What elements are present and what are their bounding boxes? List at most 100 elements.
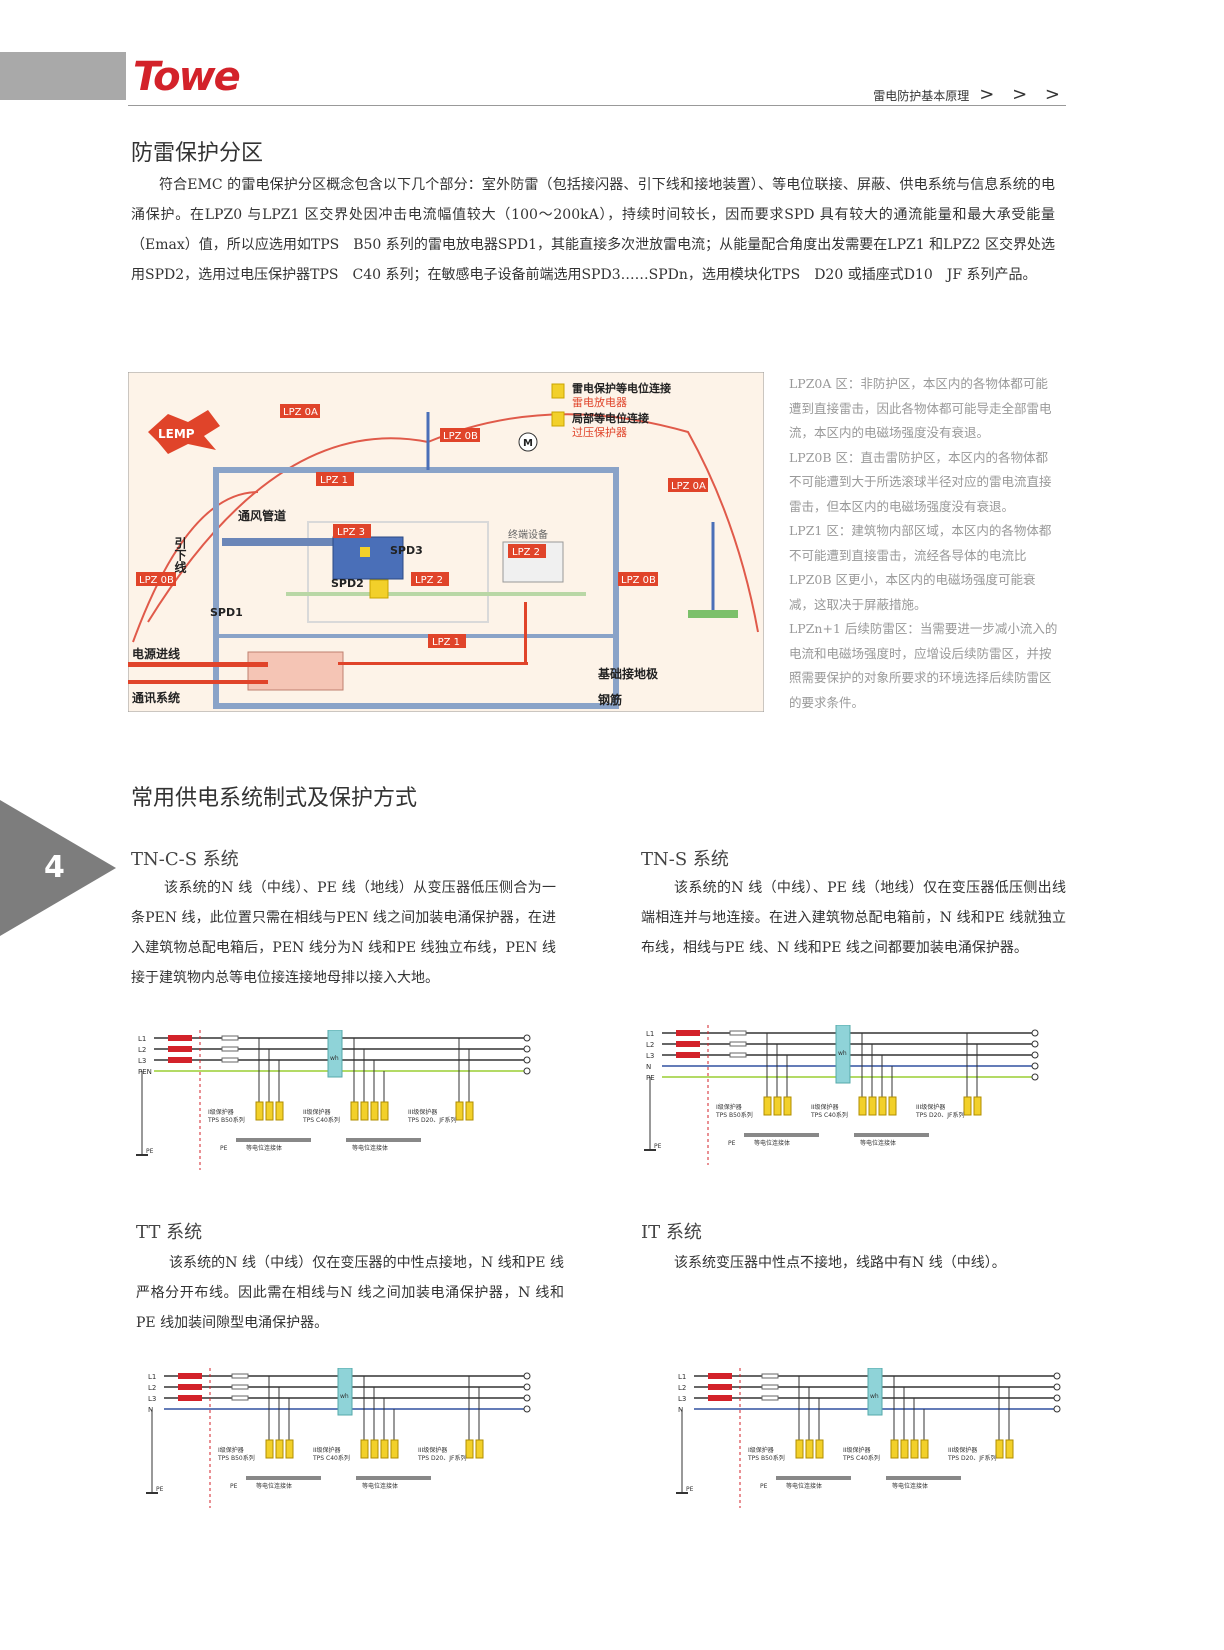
it-text: 该系统变压器中性点不接地，线路中有N 线（中线）。 (674, 1255, 1006, 1271)
terminal-dot (523, 1383, 531, 1391)
brand-logo: Towe (133, 54, 241, 100)
surge-protector (910, 1439, 919, 1459)
protector-series-label: TPS C40系列 (842, 1454, 880, 1462)
legend-lightning-bond: 雷电保护等电位连接 (572, 381, 671, 395)
def-lpz0b: LPZ0B 区：直击雷防护区，本区内的各物体都不可能遭到大于所选滚球半径对应的雷… (789, 449, 1052, 514)
breaker (231, 1373, 249, 1379)
surge-protector (265, 1101, 274, 1121)
fuse-red (168, 1057, 192, 1063)
protector-class-label: II级保护器 (811, 1103, 839, 1111)
meter-label: wh (330, 1055, 339, 1062)
surge-protector (858, 1096, 867, 1116)
terminal-dot (523, 1394, 531, 1402)
line-label-l2: L2 (678, 1384, 686, 1392)
section-title: 雷电防护基本原理> > > (873, 84, 1066, 105)
breaker (231, 1384, 249, 1390)
bond-label: 等电位连接体 (754, 1139, 790, 1147)
energy-meter (337, 1368, 353, 1416)
surge-protector (795, 1439, 804, 1459)
earth-pe-label: PE (146, 1148, 154, 1155)
label-lpz1: LPZ 1 (320, 475, 348, 486)
bonding-bar (356, 1476, 431, 1480)
surge-protector (868, 1096, 877, 1116)
line-label-pen: PEN (138, 1068, 152, 1076)
lemp-label: LEMP (158, 427, 195, 441)
bonding-bar (886, 1476, 961, 1480)
fuse-red (168, 1046, 192, 1052)
terminal-dot (523, 1405, 531, 1413)
protector-class-label: III级保护器 (418, 1446, 447, 1454)
zone-labels: LPZ 0A LPZ 0B LPZ 1 LPZ 0A LPZ 0B LPZ 0B… (136, 404, 708, 648)
spd3-label: SPD3 (390, 544, 423, 557)
line-label-l2: L2 (148, 1384, 156, 1392)
surge-protector (475, 1439, 484, 1459)
line-label-l2: L2 (138, 1046, 146, 1054)
breaker (729, 1030, 747, 1036)
line-label-l3: L3 (148, 1395, 156, 1403)
terminal-dot (1053, 1383, 1061, 1391)
surge-protector (773, 1096, 782, 1116)
bonding-bar (346, 1138, 421, 1142)
label-lpz2-terminal: LPZ 2 (512, 547, 540, 558)
fuse-red (178, 1373, 202, 1379)
line-label-n: N (148, 1406, 153, 1414)
protector-class-label: I级保护器 (218, 1446, 244, 1454)
protector-class-label: III级保护器 (916, 1103, 945, 1111)
line-label-n: N (678, 1406, 683, 1414)
surge-protector (888, 1096, 897, 1116)
bonding-bar (236, 1138, 311, 1142)
arrows-icon: > > > (979, 84, 1066, 105)
surge-protector (815, 1439, 824, 1459)
breaker (729, 1041, 747, 1047)
meter-label: wh (870, 1393, 879, 1400)
terminal-dot (1053, 1372, 1061, 1380)
label-lpz3: LPZ 3 (337, 527, 365, 538)
terminal-dot (1031, 1029, 1039, 1037)
surge-protector (805, 1439, 814, 1459)
legend-local-bond: 局部等电位连接 (571, 411, 649, 425)
rebar-label: 钢筋 (598, 692, 622, 707)
header-rule (128, 105, 1066, 106)
surge-protector (285, 1439, 294, 1459)
breaker (761, 1384, 779, 1390)
energy-meter (835, 1025, 851, 1084)
it-title: IT 系统 (641, 1222, 702, 1243)
tncs-title: TN-C-S 系统 (131, 849, 239, 870)
terminal-dot (523, 1034, 531, 1042)
line-label-l3: L3 (646, 1052, 654, 1060)
label-lpz0a: LPZ 0A (283, 407, 318, 418)
line-label-l1: L1 (646, 1030, 654, 1038)
bond-label: 等电位连接体 (860, 1139, 896, 1147)
surge-protector (1005, 1439, 1014, 1459)
surge-protector (973, 1096, 982, 1116)
bond-label: 等电位连接体 (786, 1482, 822, 1490)
protector-series-label: TPS C40系列 (302, 1116, 340, 1124)
protector-class-label: III级保护器 (408, 1108, 437, 1116)
bonding-bar (854, 1133, 929, 1137)
legend-arrester: 雷电放电器 (572, 395, 627, 409)
surge-protector (900, 1439, 909, 1459)
protector-series-label: TPS D20、JF系列 (417, 1454, 466, 1462)
protector-series-label: TPS C40系列 (810, 1111, 848, 1119)
surge-protector (275, 1101, 284, 1121)
fuse-red (676, 1052, 700, 1058)
terminal-dot (1031, 1040, 1039, 1048)
protector-series-label: TPS D20、JF系列 (407, 1116, 456, 1124)
bond-pe-label: PE (760, 1483, 768, 1490)
fuse-red (676, 1041, 700, 1047)
line-label-l1: L1 (148, 1373, 156, 1381)
bond-pe-label: PE (220, 1145, 228, 1152)
surge-protector (878, 1096, 887, 1116)
label-lpz0b-right: LPZ 0B (621, 575, 656, 586)
bond-label: 等电位连接体 (362, 1482, 398, 1490)
surge-protector (963, 1096, 972, 1116)
spd1-label: SPD1 (210, 606, 243, 619)
zone-intro: 符合EMC 的雷电保护分区概念包含以下几个部分：室外防雷（包括接闪器、引下线和接… (131, 177, 1055, 283)
bonding-bar (246, 1476, 321, 1480)
label-lpz0a-right: LPZ 0A (671, 481, 706, 492)
label-lpz1-bottom: LPZ 1 (432, 637, 460, 648)
fuse-red (708, 1395, 732, 1401)
